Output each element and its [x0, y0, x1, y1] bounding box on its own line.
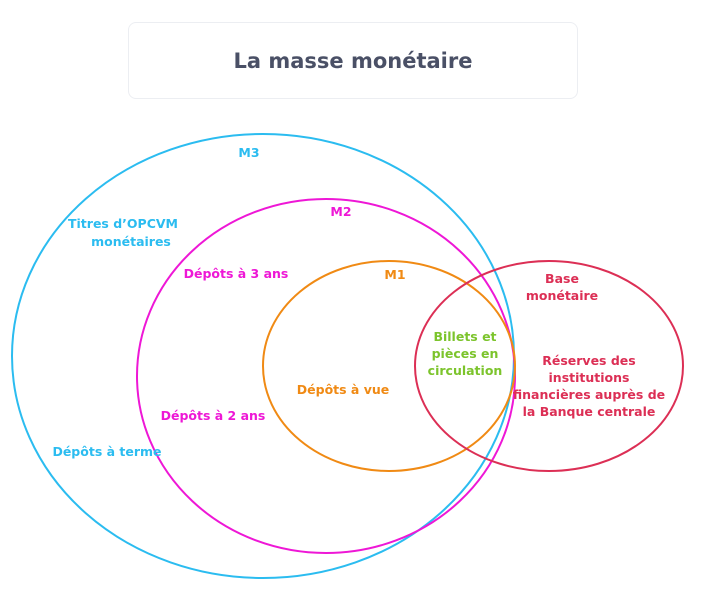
titres-opcvm-line2: monétaires [91, 234, 171, 249]
billets-pieces-line1: Billets et [433, 329, 496, 344]
depots-3-ans-label: Dépôts à 3 ans [184, 266, 289, 281]
base-monetaire-label-line2: monétaire [526, 288, 598, 303]
depots-a-terme-label: Dépôts à terme [52, 444, 161, 459]
depots-a-vue-label: Dépôts à vue [297, 382, 389, 397]
base-monetaire-label-line1: Base [545, 271, 579, 286]
reserves-line4: la Banque centrale [523, 404, 656, 419]
m1-label: M1 [384, 267, 405, 282]
billets-pieces-line3: circulation [428, 363, 503, 378]
billets-pieces-line2: pièces en [432, 346, 499, 361]
reserves-line3: financières auprès de [513, 387, 665, 402]
m2-label: M2 [330, 204, 351, 219]
m3-label: M3 [238, 145, 259, 160]
base-monetaire-ellipse [414, 260, 684, 472]
title-box: La masse monétaire [128, 22, 578, 99]
diagram-title: La masse monétaire [233, 48, 473, 73]
reserves-line1: Réserves des [542, 353, 635, 368]
m1-ellipse [262, 260, 516, 472]
reserves-line2: institutions [549, 370, 630, 385]
depots-2-ans-label: Dépôts à 2 ans [161, 408, 266, 423]
titres-opcvm-line1: Titres d’OPCVM [68, 216, 178, 231]
